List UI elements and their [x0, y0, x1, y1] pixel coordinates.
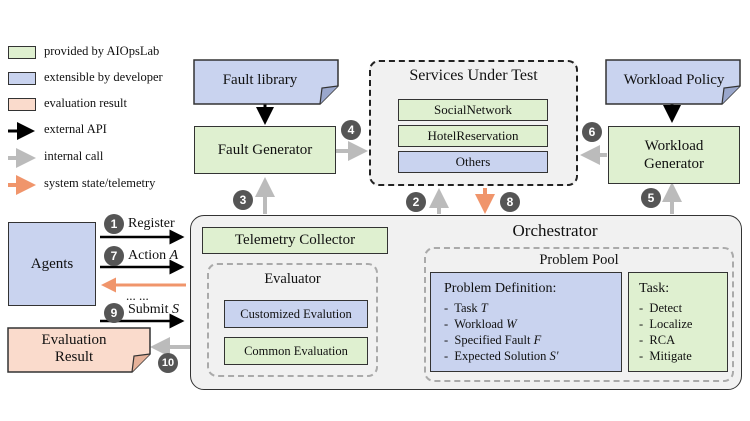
orchestrator-title: Orchestrator — [512, 221, 598, 240]
api-register-label: Register — [128, 216, 175, 231]
workload-generator-line1: Workload — [644, 138, 704, 154]
problem-definition: Problem Definition: - Task T - Workload … — [430, 272, 622, 372]
service-hotelreservation: HotelReservation — [398, 125, 548, 147]
service-socialnetwork: SocialNetwork — [398, 99, 548, 121]
evaluator-title: Evaluator — [264, 270, 321, 287]
problem-definition-title: Problem Definition: — [444, 281, 557, 296]
problem-pool-box — [424, 247, 734, 382]
evaluation-result-line2: Result — [54, 349, 94, 365]
definition-item-fault: - Specified Fault F — [444, 333, 542, 347]
services-title: Services Under Test — [409, 67, 538, 84]
telemetry-collector: Telemetry Collector — [202, 227, 388, 254]
problem-pool-title: Problem Pool — [539, 251, 619, 268]
step-3-badge: 3 — [233, 190, 253, 210]
evaluation-result-line1: Evaluation — [41, 332, 107, 348]
step-2-badge: 2 — [406, 192, 426, 212]
task-item-localize: - Localize — [639, 317, 693, 331]
step-7-badge: 7 — [104, 246, 124, 266]
step-8-badge: 8 — [500, 192, 520, 212]
legend-label-telemetry: system state/telemetry — [44, 176, 156, 190]
task-title: Task: — [639, 281, 670, 296]
task-item-detect: - Detect — [639, 301, 683, 315]
legend-swatch-extensible — [8, 72, 36, 85]
evaluation-result: Evaluation Result — [8, 330, 140, 368]
legend-label-external-api: external API — [44, 122, 107, 136]
step-6-badge: 6 — [582, 122, 602, 142]
definition-item-workload: - Workload W — [444, 317, 517, 331]
definition-item-task: - Task T — [444, 301, 488, 315]
agents: Agents — [8, 222, 96, 306]
task-item-mitigate: - Mitigate — [639, 349, 692, 363]
workload-generator-line2: Generator — [644, 156, 704, 172]
step-4-badge: 4 — [341, 120, 361, 140]
evaluator-box — [207, 263, 378, 377]
step-9-badge: 9 — [104, 303, 124, 323]
fault-generator: Fault Generator — [194, 126, 336, 174]
legend-label-extensible: extensible by developer — [44, 70, 163, 84]
step-10-badge: 10 — [158, 353, 178, 373]
legend-label-provided: provided by AIOpsLab — [44, 44, 160, 58]
definition-item-solution: - Expected Solution S' — [444, 349, 559, 363]
customized-evaluation: Customized Evalution — [224, 300, 368, 328]
api-submit-label: Submit S — [128, 302, 179, 317]
common-evaluation: Common Evaluation — [224, 337, 368, 365]
api-action-label: Action A — [128, 248, 179, 263]
step-1-badge: 1 — [104, 214, 124, 234]
legend-swatch-provided — [8, 46, 36, 59]
legend-label-evaluation: evaluation result — [44, 96, 127, 110]
service-others: Others — [398, 151, 548, 173]
legend-label-internal-call: internal call — [44, 149, 104, 163]
step-5-badge: 5 — [641, 188, 661, 208]
workload-generator: Workload Generator — [608, 126, 740, 184]
task-box: Task: - Detect - Localize - RCA - Mitiga… — [628, 272, 728, 372]
legend-swatch-evaluation — [8, 98, 36, 111]
fault-library: Fault library — [222, 71, 298, 88]
api-dots-label: ... ... — [126, 288, 149, 303]
workload-policy: Workload Policy — [623, 71, 725, 88]
task-item-rca: - RCA — [639, 333, 676, 347]
